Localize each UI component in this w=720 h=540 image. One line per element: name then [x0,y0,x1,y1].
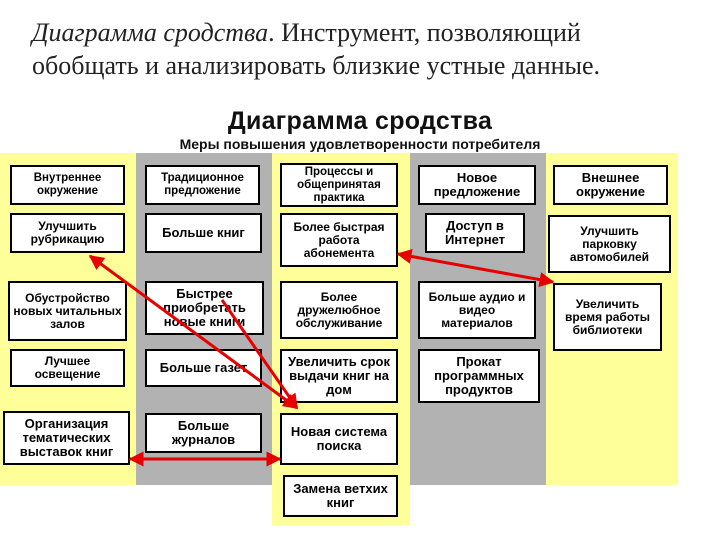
header-new-offer: Новое предложение [418,165,536,205]
card-better-lighting: Лучшее освещение [10,349,125,387]
card-software-rental: Прокат программных продуктов [418,349,540,403]
header-external-environment: Внешнее окружение [553,165,668,205]
header-internal-environment: Внутреннее окружение [10,165,125,205]
card-faster-lending: Более быстрая работа абонемента [280,213,398,267]
header-processes-practice: Процессы и общепринятая практика [280,163,398,207]
card-more-av-materials: Больше аудио и видео материалов [418,281,536,339]
card-longer-loan-period: Увеличить срок выдачи книг на дом [280,349,398,403]
slide-title-rest: . Инструмент, позволяющий обобщать и ана… [32,18,601,80]
card-improve-rubrics: Улучшить рубрикацию [10,213,125,253]
slide-title-lead: Диаграмма сродства [32,18,269,47]
card-new-search-system: Новая система поиска [280,413,398,465]
card-more-newspapers: Больше газет [145,349,262,387]
card-friendlier-service: Более дружелюбное обслуживание [280,281,398,339]
card-internet-access: Доступ в Интернет [425,213,525,253]
card-more-books: Больше книг [145,213,262,253]
card-improve-parking: Улучшить парковку автомобилей [548,215,671,273]
card-more-magazines: Больше журналов [145,413,262,453]
diagram-title: Диаграмма сродства [227,107,493,135]
slide-title: Диаграмма сродства. Инструмент, позволяю… [32,16,692,82]
diagram-subtitle: Меры повышения удовлетворенности потреби… [179,136,541,152]
column-processes [272,153,410,525]
card-extend-library-hours: Увеличить время работы библиотеки [553,283,662,351]
card-new-reading-rooms: Обустройство новых читальных залов [8,281,127,341]
card-replace-old-books: Замена ветхих книг [283,475,398,517]
header-traditional-offer: Традиционное предложение [145,165,260,205]
card-faster-acquisition: Быстрее приобретать новые книги [145,281,264,335]
card-book-exhibitions: Организация тематических выставок книг [3,411,130,465]
